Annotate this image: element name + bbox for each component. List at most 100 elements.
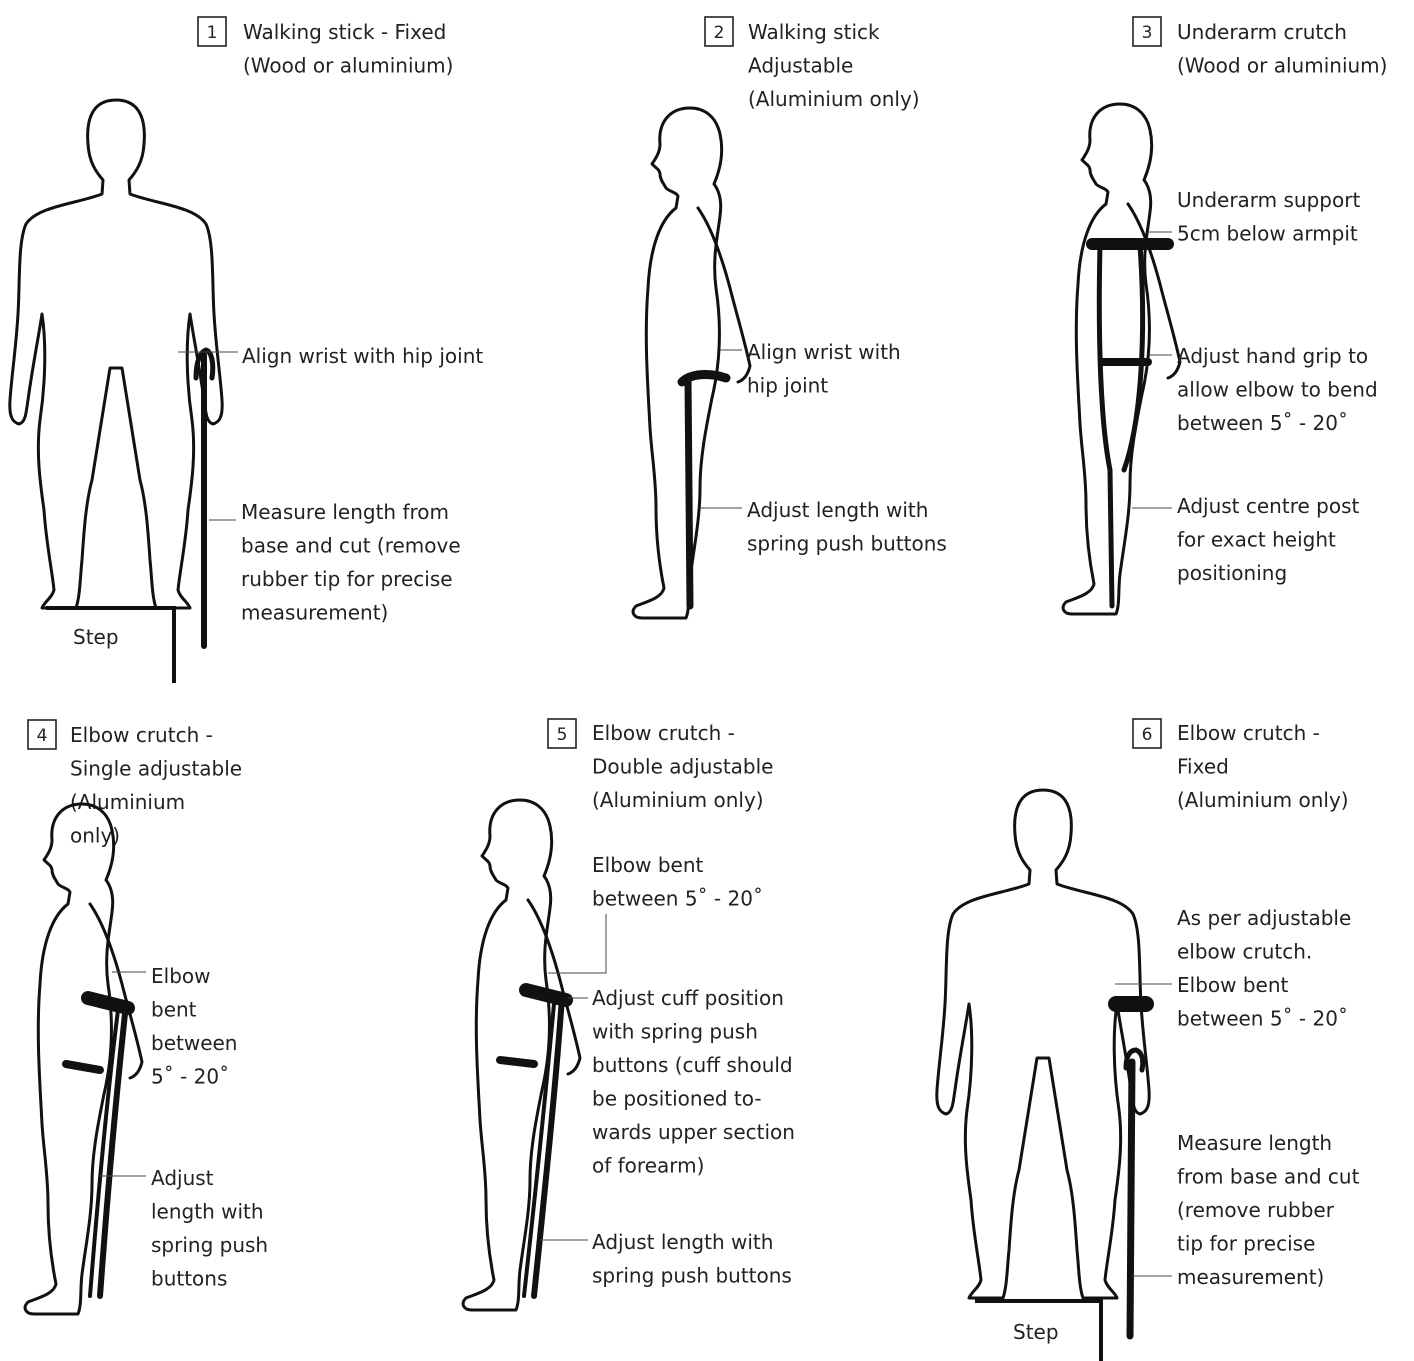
leader-line [548,914,607,974]
arm-outline [696,206,752,384]
walking-aid-part [1126,1058,1136,1340]
person-figure [8,98,224,610]
walking-aid-icon [1086,238,1174,609]
walking-aid-icon [677,370,731,610]
panel-1: 1 Walking stick - Fixed (Wood or aluminium… [8,16,483,683]
panel-number-box [547,718,577,749]
callout-note-line: wards upper section [592,1120,795,1144]
callout-note-line: 5˚ - 20˚ [151,1065,229,1089]
panel-number-badge: 5 [547,718,577,749]
panel-number-box [27,719,57,750]
panel-number: 5 [557,725,568,745]
callout-note: Adjust cuff position with spring push butt… [592,986,795,1178]
walking-aid-part [81,991,135,1015]
panel-title-line: Single adjustable [70,757,242,781]
callout-note-line: for exact height [1177,528,1336,552]
arm-outline [1126,202,1182,380]
callout-note: Measure length from base and cut (remove r… [241,500,461,625]
panel-number-badge: 2 [704,16,734,47]
callout-note-line: buttons [151,1267,227,1291]
panel-title-line: Fixed [1177,755,1229,779]
callout-note-line: Elbow bent [592,853,704,877]
panel-title-line: Walking stick [748,20,880,44]
panel-title-line: Walking stick - Fixed [243,20,446,44]
callout-note-line: base and cut (remove [241,534,461,558]
callout-note-line: from base and cut [1177,1165,1360,1189]
panel-title: Elbow crutch - Fixed (Aluminium only) [1177,721,1349,812]
callout-note-line: Elbow [151,964,210,988]
callout-note-line: buttons (cuff should [592,1053,793,1077]
callout-note-line: Adjust [151,1166,214,1190]
panel-title-line: Underarm crutch [1177,20,1347,44]
walking-aid-part [88,1008,120,1298]
panel-number-badge: 4 [27,719,57,750]
callout-note-line: rubber tip for precise [241,567,453,591]
walking-aid-part [97,1001,129,1299]
callout-note-line: be positioned to- [592,1087,762,1111]
callout-note-line: bent [151,998,197,1022]
panel-number-box [704,16,734,47]
panel-number-badge: 3 [1132,16,1162,47]
panel-title-line: (Wood or aluminium) [1177,54,1387,78]
callout-note-line: between 5˚ - 20˚ [592,887,763,911]
panel-title-line: Elbow crutch - [70,723,213,747]
walking-aid-part [1096,243,1146,609]
person-figure [23,802,144,1316]
person-figure [935,788,1151,1300]
callout-note-line: spring push buttons [747,532,947,556]
callout-note-line: of forearm) [592,1154,704,1178]
callout-note-line: Elbow bent [1177,973,1289,997]
callout-note-line: Adjust cuff position [592,986,784,1010]
walking-aid-icon [1108,996,1154,1340]
panel-number-badge: 1 [197,16,227,47]
walking-aid-part [531,995,565,1299]
callout-note-line: As per adjustable [1177,906,1351,930]
panel-title: Underarm crutch (Wood or aluminium) [1177,20,1387,78]
side-view-person-icon [23,802,116,1316]
panel-number-badge: 6 [1132,718,1162,749]
side-view-person-icon [631,106,724,620]
callout-note-line: Adjust hand grip to [1177,344,1368,368]
callout-note-line: tip for precise [1177,1232,1315,1256]
panel-title-line: Elbow crutch - [1177,721,1320,745]
callout-note: Elbow bent between 5˚ - 20˚ [592,853,763,911]
callout-note-line: Adjust centre post [1177,494,1359,518]
walking-aid-icon [62,991,135,1299]
callout-note-line: between 5˚ - 20˚ [1177,1007,1348,1031]
callout-note-line: with spring push [592,1020,758,1044]
callout-note-line: Adjust length with [592,1230,773,1254]
step-block: Step [46,606,176,683]
walking-aid-part [496,1056,538,1068]
panel-title: Elbow crutch -Single adjustable(Aluminiu… [70,723,242,848]
panel-number: 2 [714,23,725,43]
panel-title-line: (Wood or aluminium) [243,54,453,78]
panel-title-line: Elbow crutch - [592,721,735,745]
callout-note: Align wrist with hip joint [242,344,483,368]
panel-6: 6 Elbow crutch - Fixed (Aluminium only) Step… [935,718,1360,1361]
panel-title-line: (Aluminium only) [1177,788,1349,812]
callout-note-line: Align wrist with [747,340,901,364]
front-view-person-icon [8,98,224,610]
callout-note-line: allow elbow to bend [1177,378,1378,402]
step-block: Step [975,1299,1103,1361]
callout-note-line: 5cm below armpit [1177,222,1358,246]
callout-note-line: (remove rubber [1177,1198,1335,1222]
callout-note-line: Measure length from [241,500,449,524]
panel-number-box [1132,16,1162,47]
person-figure [461,798,582,1312]
step-label: Step [1013,1320,1059,1344]
panel-number: 3 [1142,23,1153,43]
